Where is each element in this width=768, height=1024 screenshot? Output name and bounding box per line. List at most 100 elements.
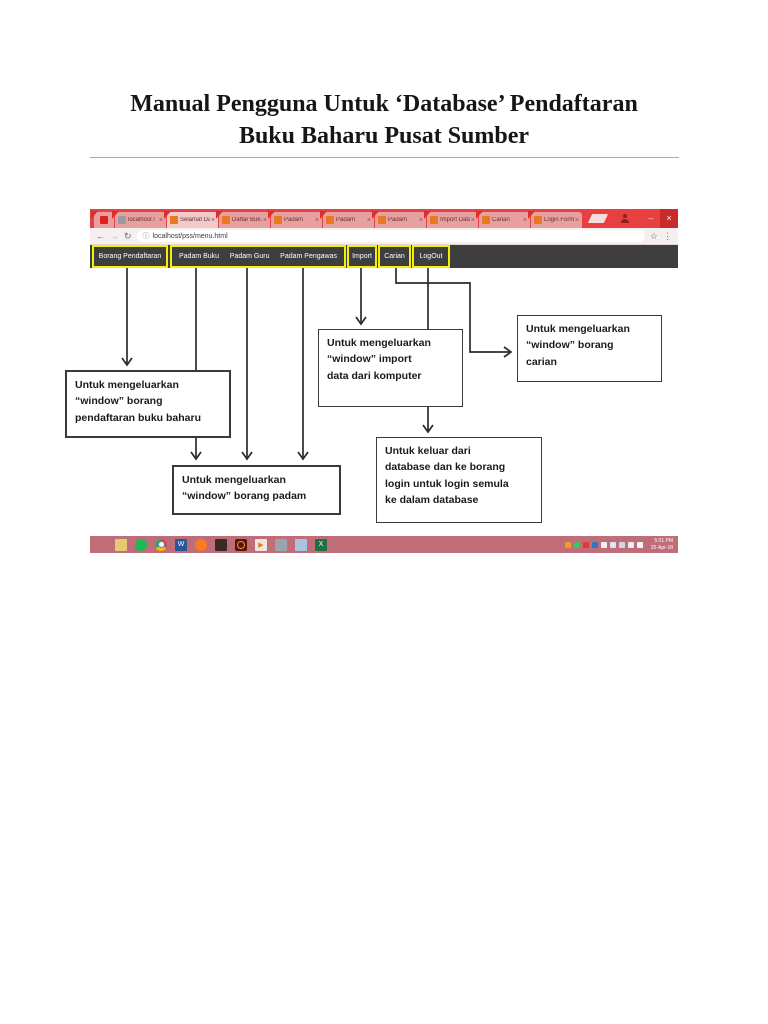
tab-label: Carian (492, 217, 510, 223)
tab-daftar-buku[interactable]: Daftar Buk.. × (216, 211, 270, 228)
notepad-icon[interactable] (295, 538, 307, 551)
photoshop-icon[interactable] (215, 538, 227, 551)
site-info-icon[interactable]: ⓘ (142, 232, 150, 240)
network-icon[interactable] (627, 541, 634, 548)
tray-blue-app-icon[interactable] (591, 541, 598, 548)
page-favicon-icon (326, 216, 334, 224)
page-title-line2: Buku Baharu Pusat Sumber (238, 123, 530, 150)
tab-label: Padam (284, 217, 304, 223)
profile-icon[interactable] (620, 213, 630, 224)
browser-tab-strip: localhost / × Selamat Da.. × Daftar Buk.… (90, 209, 678, 228)
close-icon[interactable]: × (522, 216, 527, 224)
close-icon[interactable]: × (574, 216, 579, 224)
bluetooth-icon[interactable] (609, 541, 616, 548)
nav-item-padam-buku[interactable]: Padam Buku (179, 253, 220, 260)
close-icon[interactable]: × (158, 216, 163, 224)
nav-item-borang-pendaftaran[interactable]: Borang Pendaftaran (98, 253, 162, 260)
bookmark-star-icon[interactable]: ☆ (649, 230, 658, 241)
nav-item-carian[interactable]: Carian (384, 253, 405, 260)
close-icon[interactable]: × (418, 216, 423, 224)
window-controls: – × (587, 209, 678, 228)
callout-line: “window” import (327, 353, 412, 366)
tab-localhost[interactable]: localhost / × (112, 211, 166, 228)
word-icon[interactable]: W (175, 538, 187, 551)
tab-label: localhost / (128, 217, 156, 223)
tab-import-data[interactable]: Import Data × (424, 211, 478, 228)
close-window-button[interactable]: × (660, 209, 678, 228)
menu-dots-icon[interactable]: ⋮ (663, 230, 672, 241)
close-icon[interactable]: × (470, 216, 475, 224)
taskbar-clock[interactable]: 5:01 PM 25-Apr-18 (651, 538, 673, 551)
tab-padam-1[interactable]: Padam × (268, 211, 322, 228)
system-tray: 5:01 PM 25-Apr-18 (564, 538, 673, 551)
close-icon[interactable]: × (262, 216, 267, 224)
callout-carian: Untuk mengeluarkan “window” borang caria… (517, 315, 662, 382)
callout-padam: Untuk mengeluarkan “window” borang padam (172, 465, 341, 515)
file-explorer-icon[interactable] (115, 538, 127, 551)
page-favicon-icon (222, 216, 230, 224)
page-favicon-icon (430, 216, 438, 224)
callout-import: Untuk mengeluarkan “window” import data … (318, 329, 463, 407)
page-favicon-icon (274, 216, 282, 224)
highlight-carian: Carian (378, 245, 411, 268)
close-icon[interactable]: × (210, 216, 215, 224)
tab-label: Import Data (440, 217, 470, 223)
youtube-favicon-icon (100, 216, 108, 224)
tab-selamat-datang[interactable]: Selamat Da.. × (164, 211, 218, 228)
callout-logout: Untuk keluar dari database dan ke borang… (376, 437, 542, 523)
xampp-icon[interactable] (195, 538, 207, 551)
url-text: localhost/pss/menu.html (152, 232, 228, 240)
media-player-icon[interactable]: ▶ (255, 538, 267, 551)
address-bar: ← → ↻ ⓘ localhost/pss/menu.html ☆ ⋮ (90, 228, 678, 245)
tab-login-form[interactable]: Login Form × (528, 211, 582, 228)
nav-item-import[interactable]: Import (352, 253, 372, 260)
callout-line: “window” borang padam (182, 490, 307, 503)
minimize-button[interactable]: – (648, 213, 654, 223)
page-title: Manual Pengguna Untuk ‘Database’ Pendaft… (0, 88, 768, 153)
tab-padam-2[interactable]: Padam × (320, 211, 374, 228)
nav-item-padam-guru[interactable]: Padam Guru (229, 253, 270, 260)
forward-icon[interactable]: → (110, 230, 119, 241)
chat-bubble-icon[interactable] (600, 541, 607, 548)
spotify-icon[interactable] (135, 538, 147, 551)
callout-line: database dan ke borang (385, 461, 506, 474)
url-input[interactable]: ⓘ localhost/pss/menu.html (136, 230, 645, 242)
page-favicon-icon (378, 216, 386, 224)
messaging-icon[interactable] (275, 538, 287, 551)
tab-label: Padam (336, 217, 356, 223)
tray-red-app-icon[interactable] (582, 541, 589, 548)
page-favicon-icon (170, 216, 178, 224)
profile-torso-shape (621, 218, 629, 223)
tray-orange-app-icon[interactable] (564, 541, 571, 548)
tab-padam-3[interactable]: Padam × (372, 211, 426, 228)
page-title-line1: Manual Pengguna Untuk ‘Database’ Pendaft… (130, 91, 638, 117)
site-nav-bar: Borang Pendaftaran Padam Buku Padam Guru… (90, 245, 678, 268)
language-flag-icon[interactable] (618, 541, 625, 548)
callout-line: Untuk mengeluarkan (526, 323, 630, 335)
chrome-icon[interactable] (155, 538, 167, 551)
callout-line: Untuk mengeluarkan (182, 474, 286, 486)
windows-taskbar: W ▶ X 5:01 PM 25-Apr-18 (90, 536, 678, 553)
tab-label: Padam (388, 217, 408, 223)
whatsapp-icon[interactable] (573, 541, 580, 548)
close-icon[interactable]: × (366, 216, 371, 224)
dark-app-icon[interactable] (235, 538, 247, 551)
back-icon[interactable]: ← (96, 230, 105, 241)
new-tab-button[interactable] (587, 214, 609, 223)
highlight-padam-group: Padam Buku Padam Guru Padam Pengawas (170, 245, 346, 268)
nav-item-logout[interactable]: LogOut (419, 253, 443, 260)
highlight-logout: LogOut (412, 245, 450, 268)
tab-carian[interactable]: Carian × (476, 211, 530, 228)
pinned-tab-youtube[interactable] (91, 211, 114, 228)
nav-item-padam-pengawas[interactable]: Padam Pengawas (280, 253, 337, 260)
volume-icon[interactable] (636, 541, 643, 548)
callout-borang-pendaftaran: Untuk mengeluarkan “window” borang penda… (65, 370, 231, 438)
reload-icon[interactable]: ↻ (124, 230, 132, 241)
tab-label: Selamat Da.. (180, 217, 210, 223)
excel-icon[interactable]: X (315, 538, 327, 551)
windows-start-icon[interactable] (95, 539, 107, 551)
callout-line: “window” borang (526, 339, 614, 352)
callout-line: ke dalam database (385, 493, 479, 506)
close-icon[interactable]: × (314, 216, 319, 224)
highlight-import: Import (347, 245, 377, 268)
